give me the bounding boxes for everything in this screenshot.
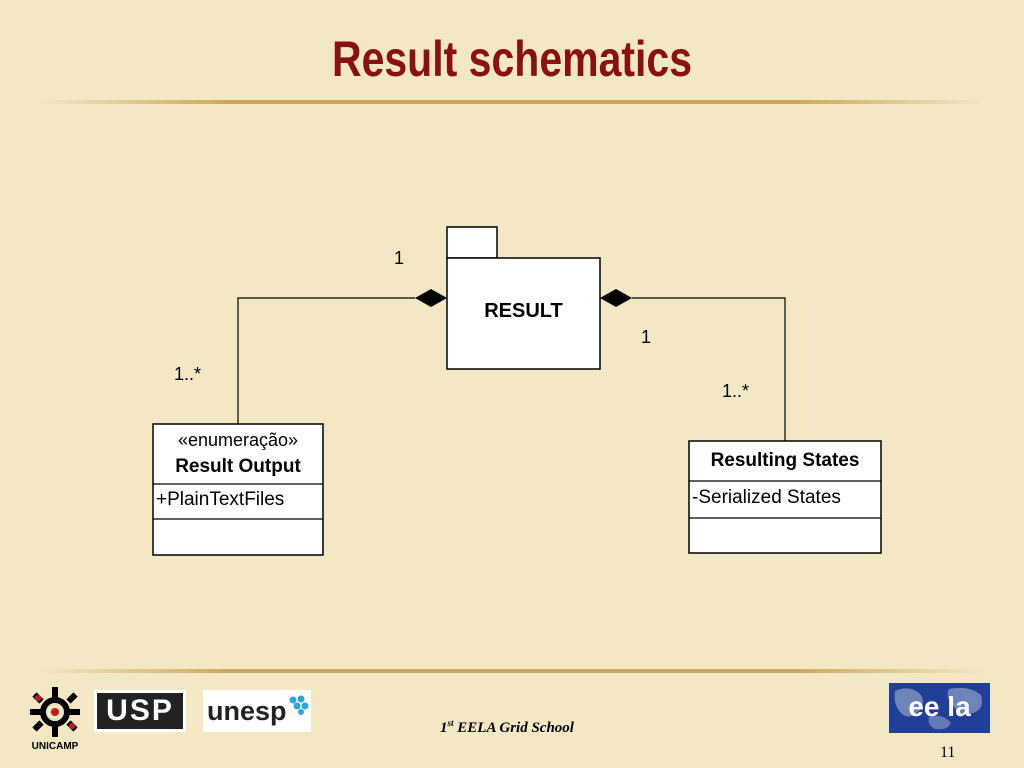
eela-logo-text: ee la [908, 691, 971, 722]
left-composition-diamond [415, 289, 447, 307]
page-number: 11 [940, 744, 956, 761]
result-package [446, 257, 601, 370]
title-divider [40, 100, 984, 104]
usp-logo: USP [94, 690, 186, 732]
resulting-states-class [688, 440, 882, 554]
unesp-hex-icon [289, 695, 309, 715]
footer-text: EELA Grid School [453, 720, 574, 736]
multiplicity-right-bottom: 1..* [722, 381, 750, 401]
eela-logo: ee la [889, 683, 990, 733]
result-output-class [152, 423, 324, 556]
left-association-line [237, 297, 415, 424]
class-attribute-serialized-states: -Serialized States [692, 487, 841, 508]
class-name-resulting-states: Resulting States [710, 450, 860, 471]
unesp-logo: unesp [203, 690, 311, 732]
footer-caption: 1st EELA Grid School [440, 718, 600, 737]
class-stereotype: «enumeração» [177, 430, 299, 450]
package-label: RESULT [484, 300, 563, 322]
footer-divider [40, 669, 984, 673]
eela-globe-icon [894, 687, 982, 730]
multiplicity-left-top: 1 [394, 248, 405, 268]
package-tab [446, 226, 498, 259]
usp-logo-text: USP [97, 693, 183, 729]
footer-number: 1 [440, 720, 448, 736]
unicamp-emblem-icon [30, 687, 80, 737]
slide-title: Result schematics [331, 31, 693, 87]
class-attribute-plaintextfiles: +PlainTextFiles [156, 489, 285, 510]
unicamp-logo-text: UNICAMP [31, 741, 79, 752]
footer-superscript: st [447, 718, 454, 728]
right-association-line [632, 297, 786, 441]
class-name-result-output: Result Output [175, 456, 301, 477]
right-composition-diamond [600, 289, 632, 307]
multiplicity-right-top: 1 [641, 327, 652, 347]
unicamp-logo: UNICAMP [22, 685, 88, 755]
multiplicity-left-bottom: 1..* [174, 364, 202, 384]
unesp-logo-text: unesp [207, 696, 287, 726]
